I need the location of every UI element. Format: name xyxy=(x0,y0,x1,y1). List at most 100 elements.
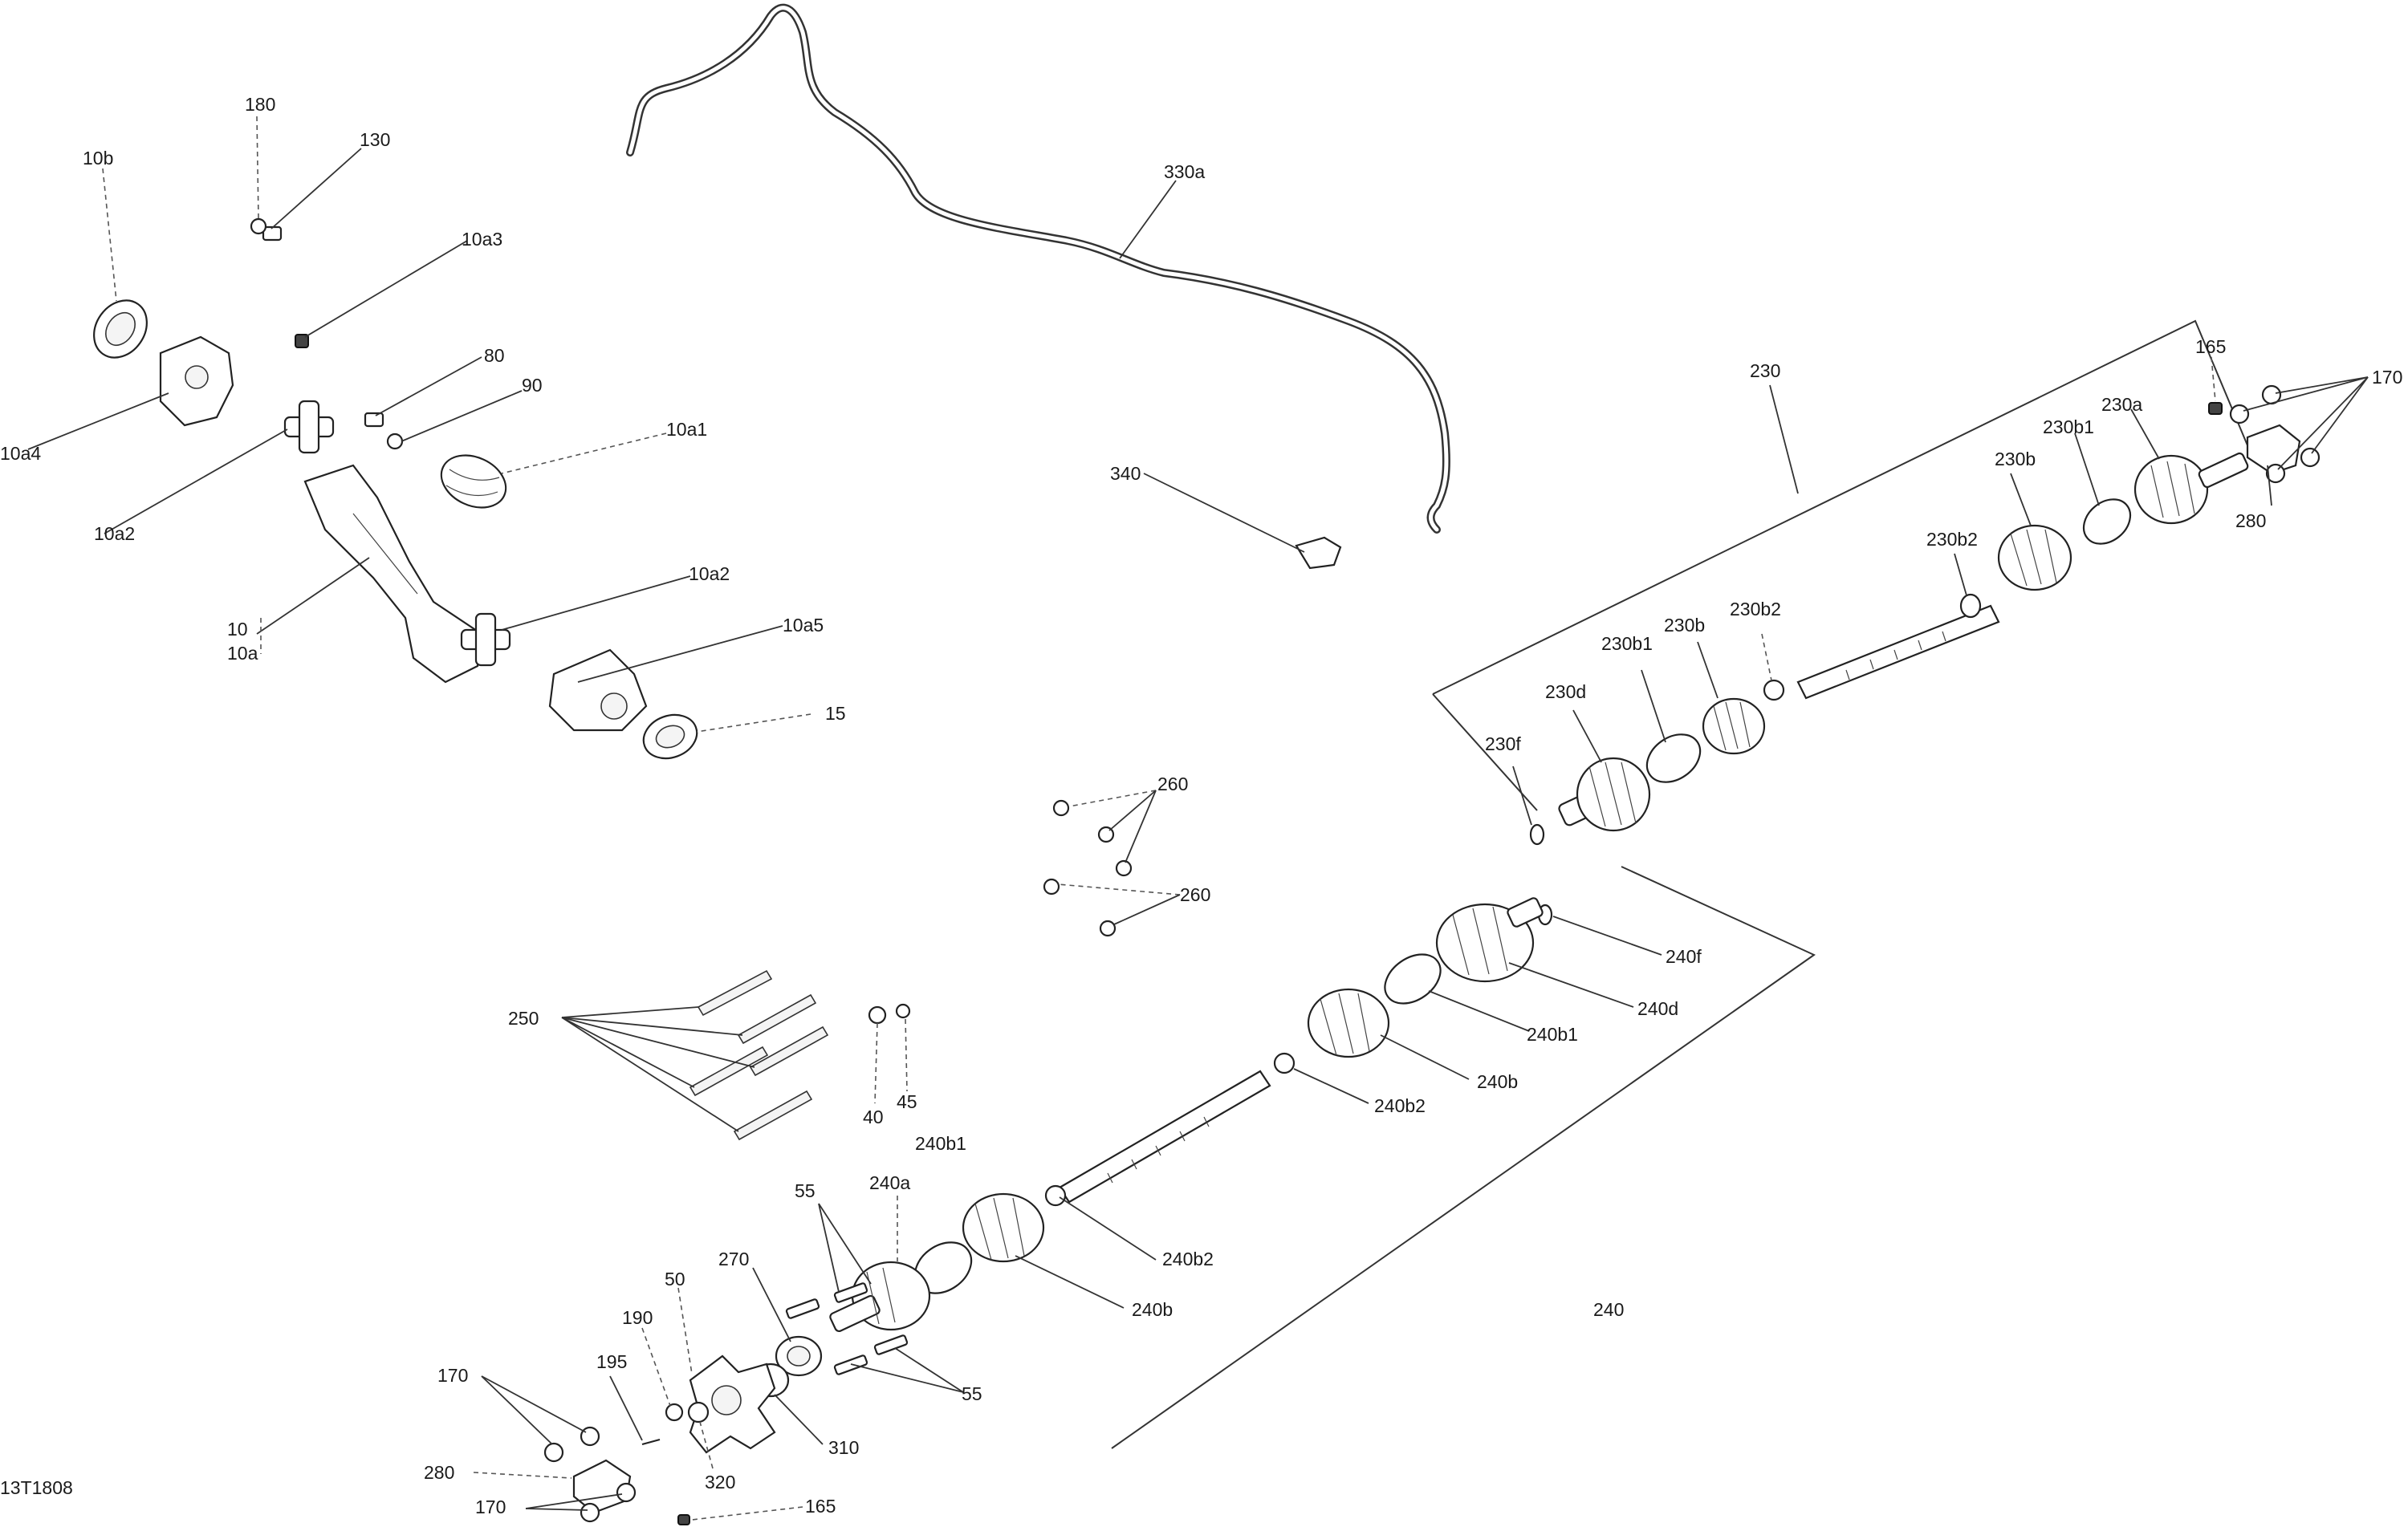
drawing-code: 13T1808 xyxy=(0,1477,73,1498)
part-clamp-230b2-top xyxy=(1959,593,1982,619)
part-axle-230 xyxy=(1796,604,2000,700)
callout-280-bottom: 280 xyxy=(424,1462,454,1483)
part-line-330a xyxy=(626,3,1450,534)
callout-230a: 230a xyxy=(2101,394,2142,415)
part-hub-50 xyxy=(689,1354,776,1454)
part-washer-320 xyxy=(687,1401,710,1423)
callout-330a: 330a xyxy=(1164,161,1205,182)
part-seal-15 xyxy=(642,713,698,760)
callout-190: 190 xyxy=(622,1307,653,1328)
callout-230b1-top: 230b1 xyxy=(2043,416,2094,437)
part-nuts-170-bottom xyxy=(543,1426,637,1523)
part-boot-230b-mid xyxy=(1702,697,1766,755)
callout-250: 250 xyxy=(508,1008,539,1029)
part-nuts-170-top xyxy=(2229,384,2321,484)
callout-10a4: 10a4 xyxy=(0,443,41,464)
part-clamp-230b1-top xyxy=(2082,498,2132,545)
part-shaft-10a xyxy=(303,464,483,684)
callout-10a3: 10a3 xyxy=(462,229,502,250)
part-bolt-80 xyxy=(364,412,384,428)
part-circlip-230f xyxy=(1529,823,1545,846)
part-clamp-240b2-right xyxy=(1273,1052,1296,1074)
callout-240a: 240a xyxy=(869,1172,910,1193)
callout-170-mid: 170 xyxy=(437,1365,468,1386)
callout-240b2-left: 240b2 xyxy=(1162,1249,1214,1269)
callout-40: 40 xyxy=(863,1107,884,1127)
part-clip-340 xyxy=(1295,536,1342,570)
callout-10a2-top: 10a2 xyxy=(94,523,135,544)
callout-55-bottom: 55 xyxy=(962,1383,982,1404)
callout-90: 90 xyxy=(522,375,543,396)
part-clamp-240b1-right xyxy=(1384,953,1442,1005)
part-washer-90 xyxy=(386,433,404,450)
part-washer-45 xyxy=(895,1003,911,1019)
callout-10b: 10b xyxy=(83,148,113,169)
callout-260-a: 260 xyxy=(1157,774,1188,794)
callout-130: 130 xyxy=(360,129,390,150)
part-boot-10a1 xyxy=(440,454,507,509)
callout-230b-top: 230b xyxy=(1995,449,2036,469)
callout-10a: 10a xyxy=(227,643,258,664)
callout-10: 10 xyxy=(227,619,248,640)
part-clamp-230b1-mid xyxy=(1645,733,1702,783)
part-joint-240a xyxy=(829,1261,931,1333)
part-boot-240b-right xyxy=(1307,988,1390,1058)
leader-lines xyxy=(27,116,2369,1521)
callout-320: 320 xyxy=(705,1472,735,1492)
callout-50: 50 xyxy=(665,1269,685,1289)
callout-165-top: 165 xyxy=(2195,336,2226,357)
part-axle-240 xyxy=(1058,1070,1271,1204)
callout-230f: 230f xyxy=(1485,733,1521,754)
callout-230b2-mid: 230b2 xyxy=(1730,599,1781,619)
callout-270: 270 xyxy=(718,1249,749,1269)
part-yoke-10a4 xyxy=(159,335,234,427)
callout-55-top: 55 xyxy=(795,1180,816,1201)
part-nuts-260 xyxy=(1043,799,1133,937)
callout-15: 15 xyxy=(825,703,846,724)
callout-310: 310 xyxy=(828,1437,859,1458)
part-spacer-270 xyxy=(775,1335,823,1377)
part-nut-40 xyxy=(868,1005,887,1025)
callout-240b-left: 240b xyxy=(1132,1299,1173,1320)
callout-240b2-right: 240b2 xyxy=(1374,1095,1426,1116)
callout-80: 80 xyxy=(484,345,505,366)
part-yoke-10a5 xyxy=(548,648,648,732)
callout-45: 45 xyxy=(897,1091,917,1112)
part-cross-10a2-bottom xyxy=(460,612,511,667)
part-clamp-240b2-left xyxy=(1044,1184,1067,1207)
part-boot-230b-top xyxy=(1997,524,2072,591)
callout-165-bottom: 165 xyxy=(805,1496,836,1517)
part-joint-230a xyxy=(2133,452,2249,525)
part-nut-190 xyxy=(665,1403,684,1422)
part-pin-195 xyxy=(641,1438,661,1446)
callout-280-top: 280 xyxy=(2235,510,2266,531)
part-joint-230d xyxy=(1558,757,1651,832)
callout-230: 230 xyxy=(1750,360,1780,381)
callout-240b1-right: 240b1 xyxy=(1527,1024,1578,1045)
part-washer-180 xyxy=(250,217,267,235)
callout-10a5: 10a5 xyxy=(783,615,824,636)
part-joint-240d xyxy=(1435,897,1544,983)
callout-240b1-left: 240b1 xyxy=(915,1133,966,1154)
callout-240f: 240f xyxy=(1666,946,1702,967)
part-nut-165-bottom xyxy=(677,1514,690,1525)
callout-170-bottom: 170 xyxy=(475,1497,506,1517)
callout-10a1: 10a1 xyxy=(666,419,707,440)
part-clamp-230b2-mid xyxy=(1763,679,1785,701)
callout-260-b: 260 xyxy=(1180,884,1210,905)
part-seal-10b xyxy=(93,299,148,359)
callout-240: 240 xyxy=(1593,1299,1624,1320)
frame-240 xyxy=(1111,866,1816,1449)
callout-180: 180 xyxy=(245,94,275,115)
part-grease-fitting-10a3 xyxy=(295,334,309,348)
callout-10a2-bottom: 10a2 xyxy=(689,563,730,584)
part-nut-165-top xyxy=(2208,402,2223,415)
part-boot-240b-left xyxy=(962,1192,1045,1263)
callout-340: 340 xyxy=(1110,463,1141,484)
callout-labels: 180 130 10b 10a3 80 90 10a1 10a4 10a2 10… xyxy=(0,94,2402,1517)
callout-240d: 240d xyxy=(1637,998,1678,1019)
part-bolts-250 xyxy=(689,969,829,1141)
frame-230 xyxy=(1432,319,2248,811)
callout-230b1-mid: 230b1 xyxy=(1601,633,1653,654)
callout-230b2-top: 230b2 xyxy=(1926,529,1978,550)
